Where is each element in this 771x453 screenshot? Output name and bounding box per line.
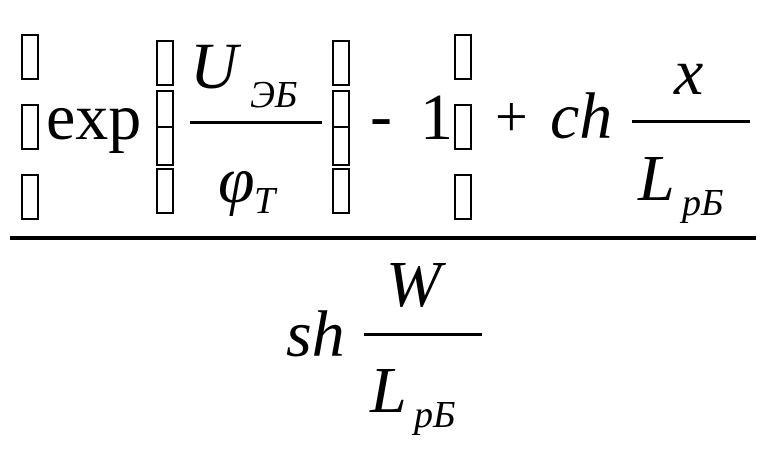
main-fraction-bar xyxy=(10,236,756,240)
right-outer-bracket-bottom xyxy=(454,174,472,220)
right-inner-bracket-tick xyxy=(332,126,350,128)
thermal-potential-subscript: T xyxy=(254,180,276,222)
sh-fraction-bar xyxy=(364,333,482,336)
left-inner-bracket-bottom xyxy=(156,168,174,214)
left-outer-bracket-bottom xyxy=(21,174,39,220)
right-inner-bracket-top xyxy=(332,40,350,86)
ch-fraction-bar xyxy=(632,120,750,123)
voltage-variable: U xyxy=(190,30,238,103)
right-outer-bracket-top xyxy=(454,34,472,80)
minus-sign: - xyxy=(370,79,392,152)
right-inner-bracket-mid xyxy=(332,90,350,166)
inner-fraction-bar xyxy=(190,121,322,124)
w-variable: W xyxy=(386,248,441,321)
right-outer-bracket-mid xyxy=(454,104,472,150)
ch-label: ch xyxy=(550,80,613,153)
one-digit: 1 xyxy=(420,81,453,154)
sh-length-variable: L xyxy=(370,354,407,427)
sh-length-subscript: рБ xyxy=(414,394,456,436)
right-inner-bracket-bottom xyxy=(332,168,350,214)
plus-sign: + xyxy=(495,84,528,149)
x-variable: x xyxy=(674,36,704,109)
thermal-potential-variable: φ xyxy=(218,144,255,217)
voltage-subscript: ЭБ xyxy=(250,74,298,116)
exp-label: exp xyxy=(46,81,142,154)
ch-length-subscript: рБ xyxy=(682,182,724,224)
sh-label: sh xyxy=(286,298,345,371)
left-outer-bracket-top xyxy=(21,34,39,80)
left-inner-bracket-mid xyxy=(156,90,174,166)
left-inner-bracket-top xyxy=(156,40,174,86)
ch-length-variable: L xyxy=(638,142,675,215)
left-outer-bracket-mid xyxy=(21,104,39,150)
left-inner-bracket-tick xyxy=(156,126,174,128)
